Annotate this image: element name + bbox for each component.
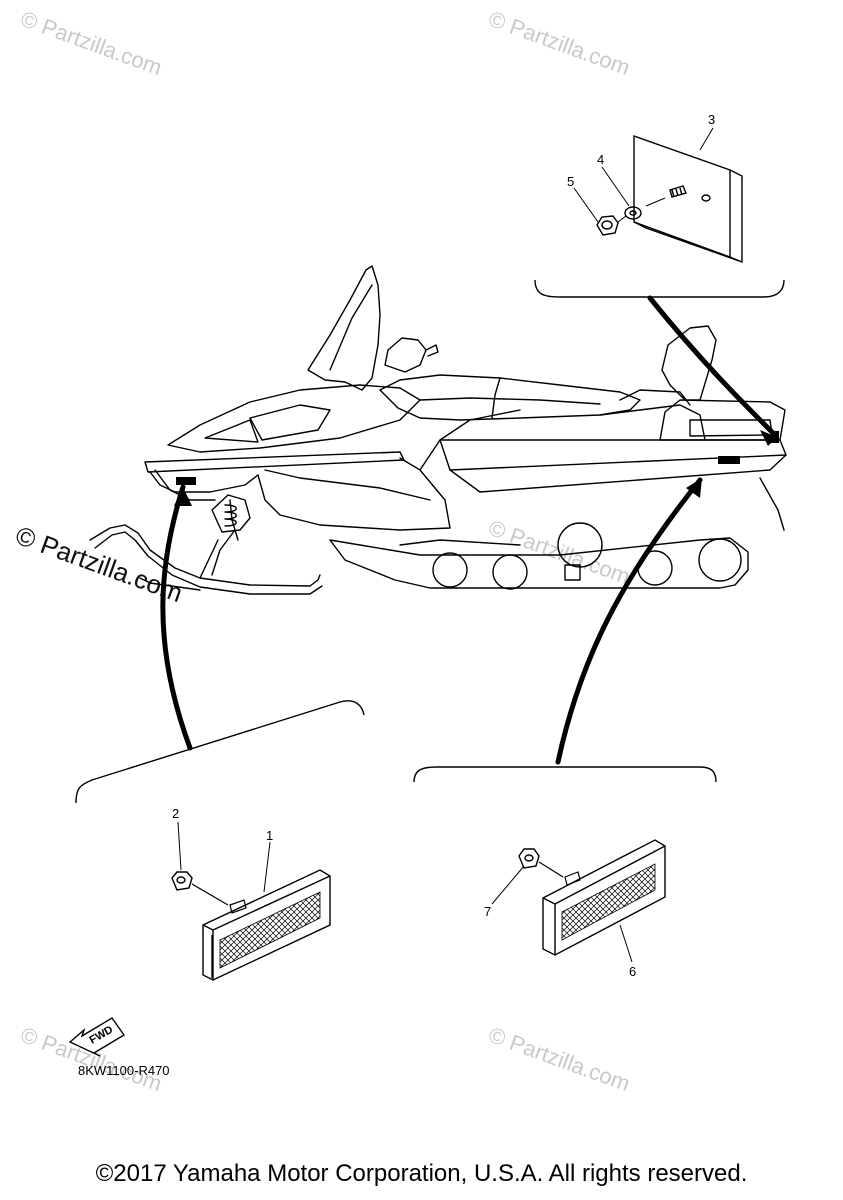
fwd-arrow-icon: FWD [68, 1017, 126, 1057]
front-reflector-marker [176, 477, 196, 485]
part-3-rear-reflector [633, 135, 743, 264]
callout-leaders-side [491, 865, 633, 963]
side-reflector-marker [718, 456, 740, 464]
callout-leaders-front [177, 821, 271, 893]
copyright-notice: ©2017 Yamaha Motor Corporation, U.S.A. A… [95, 1160, 748, 1187]
part-6-side-reflector [542, 839, 666, 956]
snowmobile-outline [89, 265, 787, 595]
callout-3: 3 [708, 112, 715, 127]
leader-arrowheads [174, 430, 777, 506]
part-1-front-reflector [202, 869, 331, 981]
callout-leaders-top [573, 127, 714, 223]
inset-bracket-front [75, 700, 365, 804]
inset-bracket-side [413, 766, 717, 783]
part-4-washer [624, 206, 642, 220]
callout-1: 1 [266, 828, 273, 843]
part-5-nut [596, 215, 619, 236]
callout-4: 4 [597, 152, 604, 167]
diagram-code: 8KW1100-R470 [78, 1063, 170, 1078]
part-2-nut [171, 871, 193, 891]
part-7-nut [518, 848, 540, 869]
callout-6: 6 [629, 964, 636, 979]
callout-7: 7 [484, 904, 491, 919]
callout-5: 5 [567, 174, 574, 189]
callout-2: 2 [172, 806, 179, 821]
inset-bracket-rear [534, 279, 785, 298]
leader-lines [160, 295, 778, 765]
